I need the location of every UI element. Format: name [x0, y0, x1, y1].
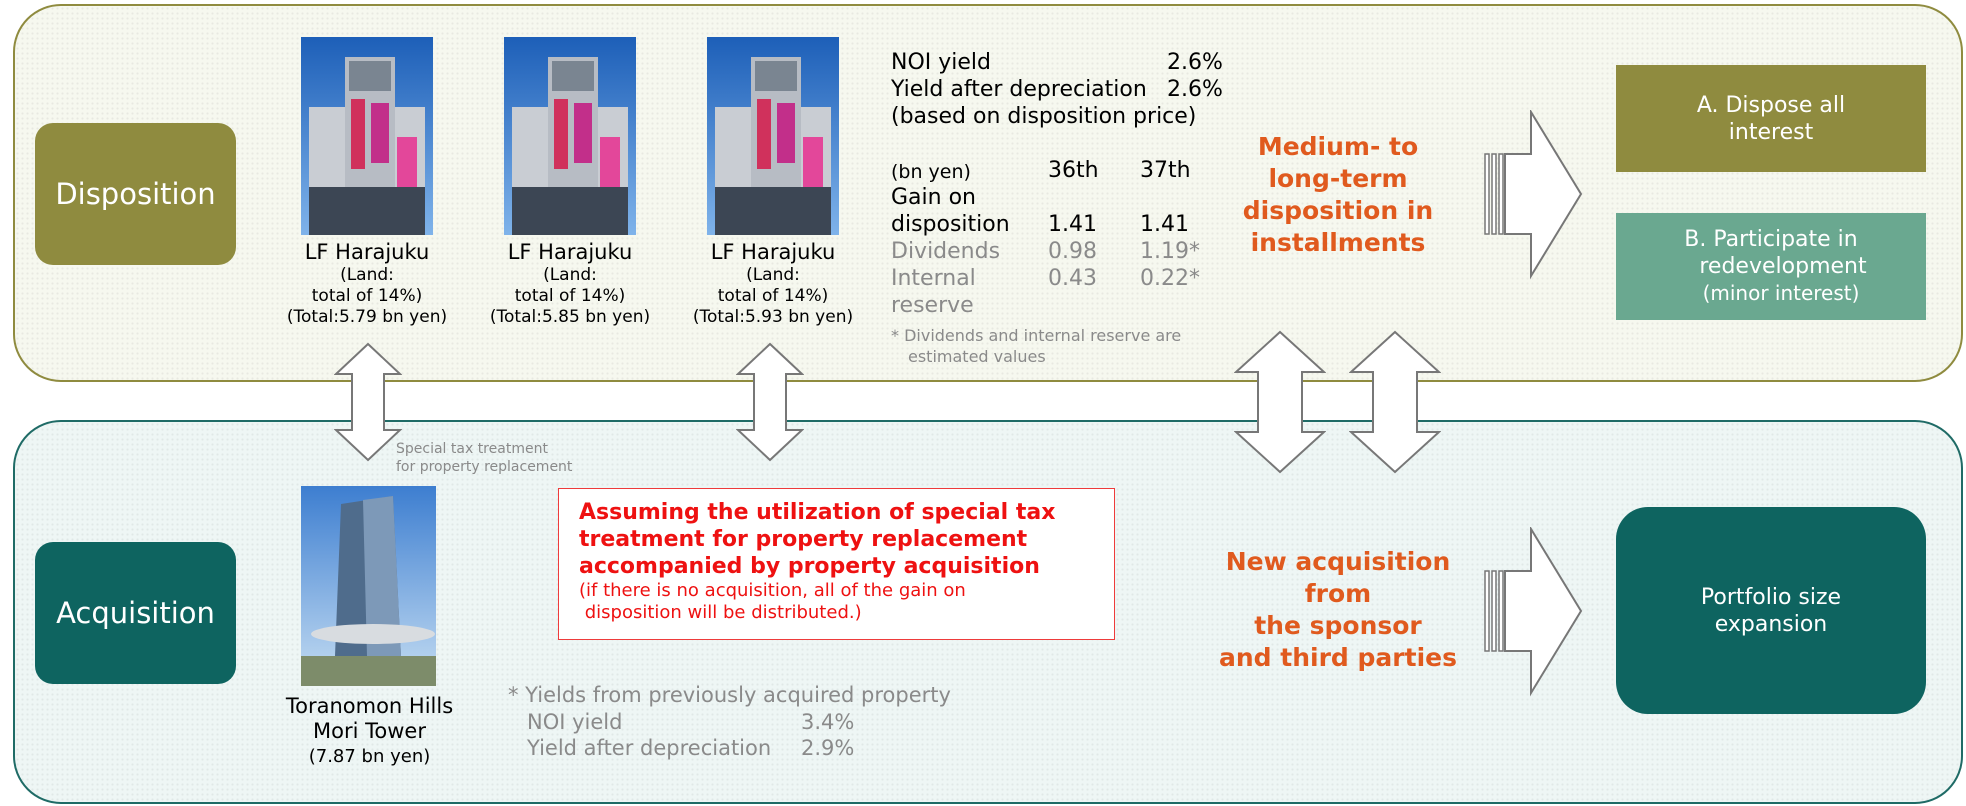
table-col-37th: 37th — [1140, 158, 1191, 183]
property-total: (Total:5.79 bn yen) — [286, 307, 448, 327]
reserve-37th: 0.22* — [1140, 266, 1200, 291]
tax-note-line-2: for property replacement — [396, 459, 573, 475]
property-name: LF Harajuku — [710, 240, 836, 264]
acq-dep-value: 2.9% — [801, 736, 855, 760]
option-a-line: interest — [1728, 119, 1814, 145]
noi-yield-value: 2.6% — [1167, 50, 1223, 75]
toranomon-caption: Toranomon Hills Mori Tower (7.87 bn yen) — [262, 694, 477, 770]
property-caption-1: LF Harajuku (Land: total of 14%) (Total:… — [262, 240, 472, 328]
property-total: (Total:5.85 bn yen) — [489, 307, 651, 327]
option-b-line: (minor interest) — [1702, 281, 1860, 305]
callout-note-1: (if there is no acquisition, all of the … — [579, 580, 966, 601]
property-caption-3: LF Harajuku (Land: total of 14%) (Total:… — [668, 240, 878, 328]
property-land: (Land: — [340, 265, 394, 285]
acq-strategy-line: the sponsor — [1254, 611, 1422, 640]
dep-yield-label: Yield after depreciation — [891, 77, 1147, 102]
callout-bold-1: Assuming the utilization of special tax — [579, 500, 1056, 525]
tax-callout-box: Assuming the utilization of special tax … — [558, 488, 1115, 640]
dividends-37th: 1.19* — [1140, 239, 1200, 264]
acq-noi-value: 3.4% — [801, 710, 855, 734]
right-arrow-bottom-icon — [1484, 527, 1583, 697]
lf-harajuku-photo-1 — [301, 37, 433, 235]
lf-harajuku-photo-3 — [707, 37, 839, 235]
callout-note-2: disposition will be distributed.) — [579, 602, 862, 623]
property-caption-2: LF Harajuku (Land: total of 14%) (Total:… — [465, 240, 675, 328]
lf-harajuku-photo-2 — [504, 37, 636, 235]
disposition-strategy: Medium- to long-term disposition in inst… — [1203, 131, 1473, 259]
double-arrow-4-icon — [1349, 330, 1441, 474]
property-total: (Total:5.93 bn yen) — [692, 307, 854, 327]
property-share: total of 14%) — [311, 286, 423, 306]
option-a-box: A. Dispose all interest — [1616, 65, 1926, 172]
gain-label-2: disposition — [891, 212, 1010, 237]
acq-strategy-line: New acquisition — [1225, 547, 1451, 576]
double-arrow-1-icon — [334, 342, 402, 462]
result-line: expansion — [1714, 611, 1828, 637]
property-name: LF Harajuku — [507, 240, 633, 264]
option-b-box: B. Participate in redevelopment (minor i… — [1616, 213, 1926, 320]
acq-property-name-2: Mori Tower — [313, 719, 426, 743]
callout-bold-2: treatment for property replacement — [579, 527, 1028, 552]
acq-yields-header: * Yields from previously acquired proper… — [508, 683, 951, 707]
reserve-label-2: reserve — [891, 293, 974, 318]
acquisition-strategy: New acquisition from the sponsor and thi… — [1188, 546, 1488, 674]
acquisition-label: Acquisition — [35, 542, 236, 684]
table-unit: (bn yen) — [891, 161, 971, 183]
acq-dep-label: Yield after depreciation — [527, 736, 772, 760]
tax-note-line-1: Special tax treatment — [396, 441, 548, 457]
double-arrow-3-icon — [1234, 330, 1326, 474]
disposition-label: Disposition — [35, 123, 236, 265]
dividends-label: Dividends — [891, 239, 1001, 264]
property-land: (Land: — [543, 265, 597, 285]
option-b-line: redevelopment — [1699, 254, 1867, 279]
gain-label-1: Gain on — [891, 185, 976, 210]
property-share: total of 14%) — [514, 286, 626, 306]
strategy-line: disposition in — [1242, 196, 1434, 225]
strategy-line: long-term — [1268, 164, 1408, 193]
property-share: total of 14%) — [717, 286, 829, 306]
toranomon-photo — [301, 486, 436, 686]
yield-basis: (based on disposition price) — [891, 104, 1197, 129]
table-col-36th: 36th — [1048, 158, 1099, 183]
reserve-36th: 0.43 — [1048, 266, 1097, 291]
dividends-36th: 0.98 — [1048, 239, 1097, 264]
acq-strategy-line: from — [1304, 579, 1372, 608]
gain-36th: 1.41 — [1048, 212, 1097, 237]
result-line: Portfolio size — [1700, 584, 1842, 610]
double-arrow-2-icon — [736, 342, 804, 462]
portfolio-expansion-box: Portfolio size expansion — [1616, 507, 1926, 714]
noi-yield-label: NOI yield — [891, 50, 991, 75]
option-a-line: A. Dispose all — [1696, 92, 1846, 118]
acq-property-name-1: Toranomon Hills — [285, 694, 454, 718]
strategy-line: Medium- to — [1257, 132, 1419, 161]
option-b-line: B. Participate in — [1684, 227, 1858, 252]
right-arrow-top-icon — [1484, 110, 1583, 280]
table-note-1: * Dividends and internal reserve are — [891, 326, 1182, 345]
dep-yield-value: 2.6% — [1167, 77, 1223, 102]
acq-strategy-line: and third parties — [1219, 643, 1457, 672]
callout-bold-3: accompanied by property acquisition — [579, 554, 1040, 579]
strategy-line: installments — [1250, 228, 1426, 257]
reserve-label-1: Internal — [891, 266, 976, 291]
gain-37th: 1.41 — [1140, 212, 1189, 237]
acq-property-price: (7.87 bn yen) — [308, 746, 431, 767]
table-note-2: estimated values — [908, 347, 1046, 366]
acq-noi-label: NOI yield — [527, 710, 623, 734]
property-name: LF Harajuku — [304, 240, 430, 264]
property-land: (Land: — [746, 265, 800, 285]
